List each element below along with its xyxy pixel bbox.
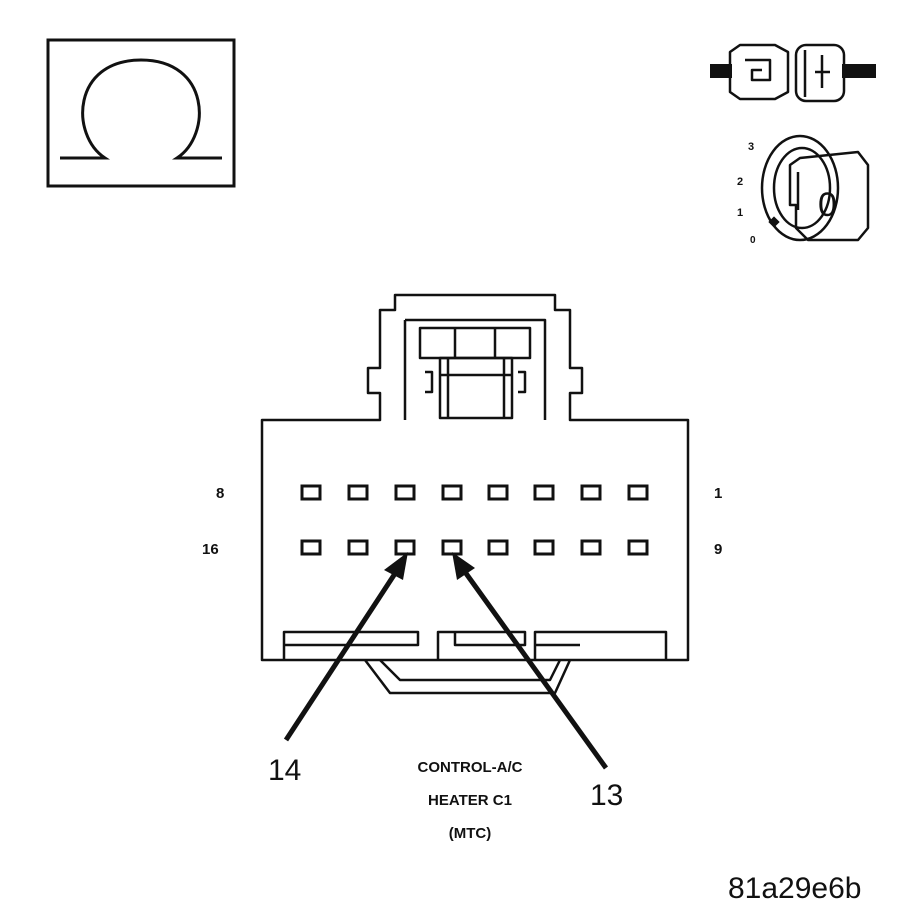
connector-body: [260, 293, 690, 695]
pin-13-arrow: [452, 552, 609, 770]
pin-cavity-15: [347, 539, 369, 556]
row1-right-label: 1: [714, 485, 722, 502]
pin-cavity-13: [441, 539, 463, 556]
pin-cavity-12: [487, 539, 509, 556]
pin-cavity-4: [487, 484, 509, 501]
ignition-pos-1: 1: [737, 207, 743, 219]
pin-cavity-9: [627, 539, 649, 556]
ignition-pos-3: 3: [748, 141, 754, 153]
connector-title-line-1: CONTROL-A/C: [418, 759, 523, 776]
ignition-pos-0: 0: [750, 235, 756, 246]
connector-title-line-3: (MTC): [449, 825, 491, 842]
pin-14-arrow: [283, 552, 408, 742]
pin-cavity-3: [533, 484, 555, 501]
pin-cavity-5: [441, 484, 463, 501]
row2-right-label: 9: [714, 541, 722, 558]
pin-cavity-14: [394, 539, 416, 556]
disconnect-connector-icon: [710, 43, 876, 103]
pin-cavity-2: [580, 484, 602, 501]
pin-cavity-7: [347, 484, 369, 501]
pin-cavity-16: [300, 539, 322, 556]
pin-cavity-1: [627, 484, 649, 501]
pin-14-label: 14: [268, 754, 301, 787]
connector-pins: [300, 484, 649, 556]
ignition-pos-2: 2: [737, 176, 743, 188]
ignition-key-off-icon: 3 2 1 0 0: [737, 134, 870, 246]
ignition-key-label: 0: [818, 186, 837, 224]
figure-id: 81a29e6b: [728, 872, 861, 905]
pin-cavity-6: [394, 484, 416, 501]
pin-13-label: 13: [590, 779, 623, 812]
pin-cavity-8: [300, 484, 322, 501]
row1-left-label: 8: [216, 485, 224, 502]
pin-cavity-11: [533, 539, 555, 556]
pin-cavity-10: [580, 539, 602, 556]
ohmmeter-icon: [46, 38, 236, 188]
connector-title-line-2: HEATER C1: [428, 792, 512, 809]
row2-left-label: 16: [202, 541, 219, 558]
